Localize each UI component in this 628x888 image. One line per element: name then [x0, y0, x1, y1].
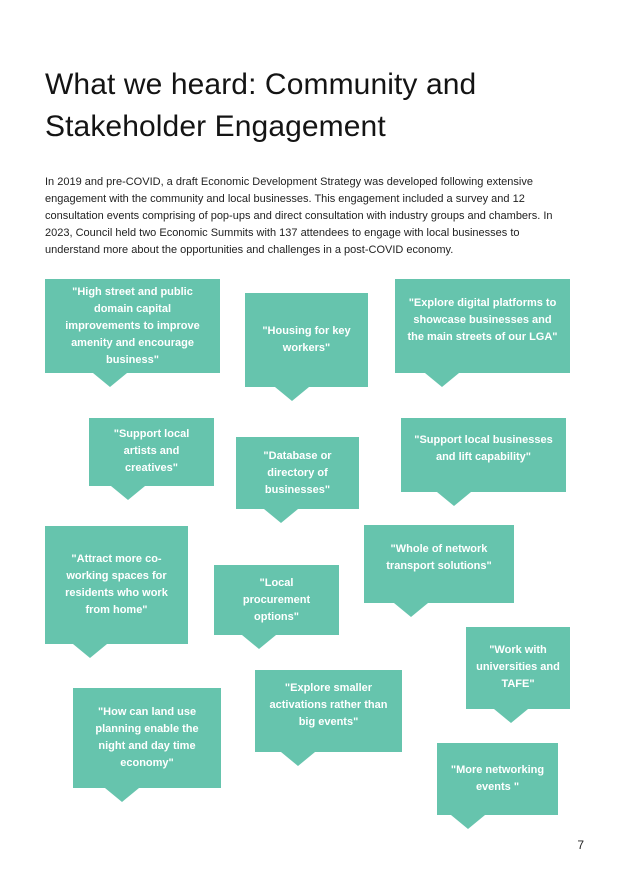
quote-text: "Whole of network transport solutions" — [386, 543, 492, 572]
quote-bubble-digital-platforms: "Explore digital platforms to showcase b… — [395, 279, 570, 387]
page-number: 7 — [577, 838, 584, 852]
quote-bubble-co-working: "Attract more co-working spaces for resi… — [45, 526, 188, 658]
quote-text: "Support local businesses and lift capab… — [414, 434, 553, 463]
quote-text: "Housing for key workers" — [262, 325, 351, 354]
quote-text: "High street and public domain capital i… — [65, 285, 200, 366]
quote-text: "Support local artists and creatives" — [113, 428, 190, 474]
title-line-1: What we heard: Community and — [45, 68, 477, 101]
quote-bubble-smaller-activations: "Explore smaller activations rather than… — [255, 670, 402, 766]
quote-bubble-networking: "More networking events " — [437, 743, 558, 829]
quote-text: "Explore smaller activations rather than… — [269, 682, 388, 728]
quote-bubble-housing: "Housing for key workers" — [245, 293, 368, 401]
quote-bubble-transport: "Whole of network transport solutions" — [364, 525, 514, 617]
quote-bubble-universities: "Work with universities and TAFE" — [466, 627, 570, 723]
quote-text: "Explore digital platforms to showcase b… — [407, 297, 558, 343]
quote-bubble-high-street: "High street and public domain capital i… — [45, 279, 220, 387]
quote-text: "Local procurement options" — [242, 576, 311, 623]
quote-text: "Database or directory of businesses" — [263, 449, 332, 496]
quote-bubble-land-use: "How can land use planning enable the ni… — [73, 688, 221, 802]
quote-bubble-database: "Database or directory of businesses" — [236, 437, 359, 523]
quote-text: "Work with universities and TAFE" — [476, 644, 560, 690]
quote-text: "More networking events " — [450, 764, 545, 793]
quote-bubble-support-businesses: "Support local businesses and lift capab… — [401, 418, 566, 506]
intro-paragraph: In 2019 and pre-COVID, a draft Economic … — [45, 176, 553, 256]
quote-text: "How can land use planning enable the ni… — [95, 706, 199, 769]
quote-text: "Attract more co-working spaces for resi… — [65, 553, 168, 616]
page-title: What we heard: Community and Stakeholder… — [45, 64, 585, 148]
title-line-2: Stakeholder Engagement — [45, 110, 386, 143]
quote-bubble-local-artists: "Support local artists and creatives" — [89, 418, 214, 500]
quote-bubble-local-procurement: "Local procurement options" — [214, 565, 339, 649]
